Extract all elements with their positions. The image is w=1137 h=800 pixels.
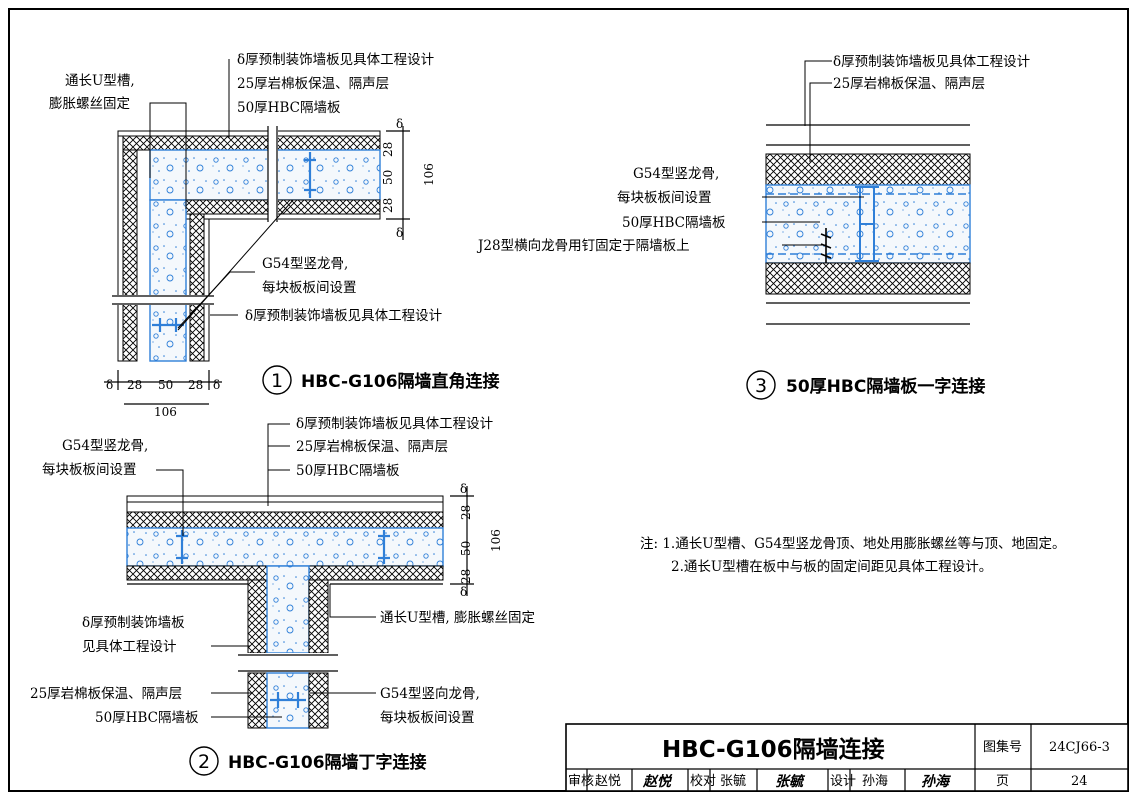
title-block-title: HBC-G106隔墙连接 [662,736,885,763]
detail1-dim-106-h: 106 [154,405,177,419]
title-block-check-label: 校对 [690,773,716,789]
detail2-label-rock: 25厚岩棉板保温、隔声层 [296,439,448,455]
detail1-caption: HBC-G106隔墙直角连接 [301,371,500,392]
detail1-dim-28-right: 28 [188,378,203,392]
title-block-design-label: 设计 [830,774,856,789]
detail1-dim-50: 50 [381,170,395,185]
detail1-dim-delta-left: δ [106,378,113,392]
detail3-drawing [762,60,971,325]
detail3-label-deco: δ厚预制装饰墙板见具体工程设计 [833,54,1030,70]
title-block-page-label: 页 [996,774,1009,789]
detail1-label-stud-line1: G54型竖龙骨, [262,256,348,272]
title-block-check-name: 张毓 [720,773,746,789]
detail1-dim-28-top: 28 [381,142,395,157]
detail2-drawing [126,423,474,729]
detail2-dim-delta-bottom: δ [460,585,467,599]
detail1-dim-delta-bottom: δ [396,226,403,240]
detail3-number-circle [746,370,776,400]
title-block-atlas-label: 图集号 [983,739,1022,755]
detail1-drawing [104,59,410,405]
detail2-number-circle [189,746,219,776]
detail3-label-hbc: 50厚HBC隔墙板 [622,215,726,231]
detail1-dim-delta-top: δ [396,117,403,131]
title-block-page-no: 24 [1071,774,1088,789]
detail3-number: 3 [755,375,767,397]
detail2-label-vstud-line1: G54型竖向龙骨, [380,686,480,702]
detail2-label-stud-line1: G54型竖龙骨, [62,438,148,454]
detail2-dim-106: 106 [489,529,503,552]
title-block-check-signature: 张毓 [775,773,806,790]
detail1-label-u-line1: 通长U型槽, [65,73,135,89]
detail1-label-deco: δ厚预制装饰墙板见具体工程设计 [237,52,434,68]
detail2-label-deco: δ厚预制装饰墙板见具体工程设计 [296,416,493,432]
sheet-frame [8,8,1129,792]
detail2-dim-delta-top: δ [460,482,467,496]
title-block-atlas-no: 24CJ66-3 [1049,740,1110,755]
detail1-label-deco-bottom: δ厚预制装饰墙板见具体工程设计 [245,308,442,324]
title-block-review-signature: 赵悦 [642,773,673,790]
detail1-dim-28-bottom: 28 [381,198,395,213]
detail2-label-hbc-b: 50厚HBC隔墙板 [95,710,199,726]
detail3-label-j28: J28型横向龙骨用钉固定于隔墙板上 [476,238,690,254]
title-block-design-name: 孙海 [862,774,888,789]
detail2-label-deco2-line1: δ厚预制装饰墙板 [82,615,185,631]
detail2-label-deco2-line2: 见具体工程设计 [82,639,177,655]
detail1-dim-106-v: 106 [422,163,436,186]
title-block-review-name: 赵悦 [595,774,621,789]
detail1-dim-delta-right: δ [213,378,220,392]
detail2-dim-28-bottom: 28 [459,569,473,584]
detail2-caption: HBC-G106隔墙丁字连接 [228,752,427,773]
detail2-number: 2 [198,751,210,773]
title-block-design-signature: 孙海 [921,773,952,790]
detail3-label-stud-line1: G54型竖龙骨, [633,166,719,182]
note-line-2: 2.通长U型槽在板中与板的固定间距见具体工程设计。 [671,559,992,575]
detail3-label-rock: 25厚岩棉板保温、隔声层 [833,76,985,92]
detail2-dim-28-top: 28 [459,505,473,520]
detail1-number: 1 [271,370,283,392]
detail1-label-hbc: 50厚HBC隔墙板 [237,100,341,116]
detail1-dim-50-h: 50 [158,378,173,392]
detail1-label-stud-line2: 每块板板间设置 [262,280,357,296]
detail2-label-hbc: 50厚HBC隔墙板 [296,463,400,479]
note-line-1: 注: 1.通长U型槽、G54型竖龙骨顶、地处用膨胀螺丝等与顶、地固定。 [640,535,1066,552]
detail1-number-circle [262,365,292,395]
detail3-caption: 50厚HBC隔墙板一字连接 [786,376,985,397]
detail2-label-rock-b: 25厚岩棉板保温、隔声层 [30,686,182,702]
detail3-label-stud-line2: 每块板板间设置 [617,190,712,206]
title-block-review-label: 审核 [568,774,594,789]
detail2-label-vstud-line2: 每块板板间设置 [380,710,475,726]
title-block [565,723,1129,792]
detail2-label-u: 通长U型槽, 膨胀螺丝固定 [380,610,535,626]
detail2-dim-50: 50 [459,541,473,556]
detail1-label-u-line2: 膨胀螺丝固定 [49,96,130,112]
detail1-label-rock: 25厚岩棉板保温、隔声层 [237,76,389,92]
detail2-label-stud-line2: 每块板板间设置 [42,462,137,478]
detail1-dim-28-left: 28 [127,378,142,392]
